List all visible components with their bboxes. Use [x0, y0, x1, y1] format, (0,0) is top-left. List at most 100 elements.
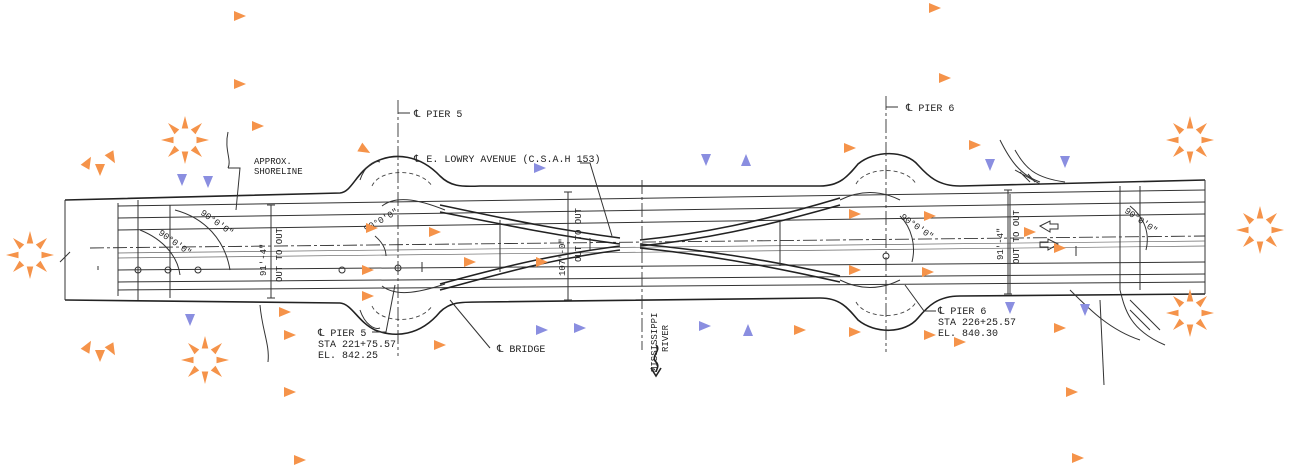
triangle-mark [1060, 156, 1070, 168]
river-label-line1: MISSISSIPPI [650, 313, 660, 372]
starburst-ray [1173, 296, 1185, 308]
ramp-curves [439, 197, 841, 291]
triangle-mark [699, 321, 711, 331]
triangle-mark [985, 159, 995, 171]
starburst-ray [188, 365, 200, 377]
pier-5-elevation: EL. 842.25 [318, 351, 378, 362]
triangle-mark [80, 156, 91, 170]
starburst-ray [26, 266, 34, 279]
angle-label-2: 90°0'0" [198, 208, 235, 238]
triangle-mark [177, 174, 187, 186]
starburst-ray [1186, 151, 1194, 164]
triangle-mark [284, 387, 296, 397]
starburst-ray [1201, 136, 1214, 144]
starburst-ray [196, 136, 209, 144]
out-to-out-center: OUT TO OUT [574, 207, 584, 262]
starburst-ray [1243, 213, 1255, 225]
pier-5-top-label: ℄ PIER 5 [413, 110, 462, 121]
triangle-mark [924, 211, 936, 221]
starburst-ray [1236, 226, 1249, 234]
starburst-ray [168, 145, 180, 157]
starburst-overlay [6, 116, 1284, 384]
triangle-mark [849, 265, 861, 275]
starburst-ray [181, 356, 194, 364]
bridge-centerline-label: ℄ BRIDGE [496, 345, 545, 356]
triangle-mark [536, 257, 548, 267]
triangle-mark [924, 330, 936, 340]
starburst-ray [1173, 123, 1185, 135]
triangle-mark [1066, 387, 1078, 397]
roadway-lines [89, 186, 1206, 296]
width-center-dim: 107'-0" [558, 238, 568, 276]
pier-5-station: STA 221+75.57 [318, 340, 396, 351]
triangle-mark [203, 176, 213, 188]
triangle-mark [1072, 453, 1084, 463]
angle-label-5: 90°0'0" [1122, 206, 1159, 236]
triangle-mark [185, 314, 195, 326]
starburst-ray [1201, 309, 1214, 317]
starburst-ray [1173, 145, 1185, 157]
triangle-mark [701, 154, 711, 166]
triangle-mark [80, 340, 91, 354]
triangle-mark [1080, 304, 1090, 316]
triangle-mark [929, 3, 941, 13]
triangle-mark [362, 265, 374, 275]
pier-6-elevation: EL. 840.30 [938, 329, 998, 340]
starburst-ray [6, 251, 19, 259]
station-marks [97, 194, 1077, 300]
triangle-mark [464, 257, 476, 267]
river-label-line2: RIVER [661, 324, 671, 352]
shoreline-label-line1: APPROX. [254, 157, 292, 167]
triangle-overlay [80, 3, 1090, 465]
triangle-mark [849, 209, 861, 219]
starburst-ray [188, 343, 200, 355]
starburst-ray [161, 136, 174, 144]
triangle-mark [294, 455, 306, 465]
starburst-ray [1166, 136, 1179, 144]
triangle-mark [434, 340, 446, 350]
river-symbol [650, 344, 662, 378]
triangle-mark [1024, 227, 1036, 237]
pier-6-name: ℄ PIER 6 [937, 307, 986, 318]
starburst-ray [1186, 116, 1194, 129]
pier-5-name: ℄ PIER 5 [317, 329, 366, 340]
width-right-dim: 91'-4" [996, 228, 1006, 260]
triangle-mark [939, 73, 951, 83]
starburst-ray [1195, 123, 1207, 135]
starburst-ray [1243, 235, 1255, 247]
starburst-ray [216, 356, 229, 364]
starburst-ray [210, 365, 222, 377]
starburst-ray [26, 231, 34, 244]
triangle-mark [252, 121, 264, 131]
starburst-ray [181, 116, 189, 129]
triangle-mark [574, 323, 586, 333]
starburst-ray [201, 371, 209, 384]
triangle-mark [279, 307, 291, 317]
starburst-ray [190, 145, 202, 157]
triangle-mark [536, 325, 548, 335]
starburst-ray [41, 251, 54, 259]
triangle-mark [104, 150, 115, 164]
shoreline-label-line2: SHORELINE [254, 167, 303, 177]
direction-arrows [1038, 220, 1060, 251]
starburst-ray [168, 123, 180, 135]
angle-arcs [139, 205, 1148, 276]
width-left-dim: 91'-4" [259, 244, 269, 276]
triangle-mark [104, 342, 115, 356]
triangle-mark [1054, 243, 1066, 253]
triangle-mark [366, 223, 378, 233]
triangle-mark [969, 140, 981, 150]
triangle-mark [357, 142, 371, 153]
starburst-ray [1271, 226, 1284, 234]
starburst-ray [1195, 145, 1207, 157]
starburst-ray [1265, 235, 1277, 247]
triangle-mark [794, 325, 806, 335]
starburst-ray [1186, 324, 1194, 337]
starburst-ray [13, 260, 25, 272]
starburst-ray [35, 260, 47, 272]
starburst-ray [201, 336, 209, 349]
pier-6-station: STA 226+25.57 [938, 318, 1016, 329]
lowry-avenue-label: ℄ E. LOWRY AVENUE (C.S.A.H 153) [413, 154, 600, 166]
triangle-mark [534, 163, 546, 173]
